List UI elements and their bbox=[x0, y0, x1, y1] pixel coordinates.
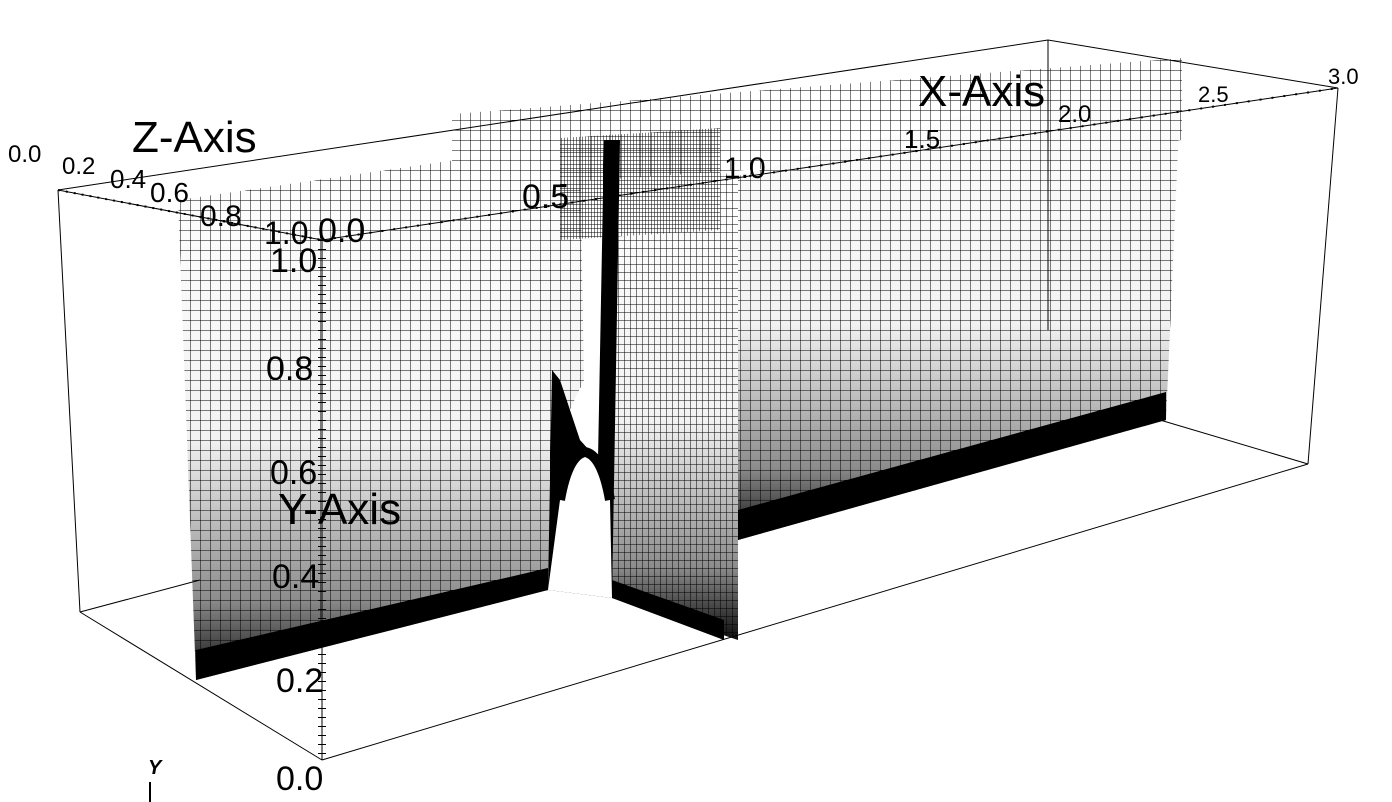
x-tick-label: 1.5 bbox=[904, 124, 940, 154]
x-axis-ticks: 0.0 0.5 1.0 1.5 2.0 2.5 3.0 bbox=[318, 64, 1359, 250]
z-tick-label: 0.2 bbox=[62, 153, 95, 180]
y-tick-label: 0.0 bbox=[276, 760, 323, 798]
x-tick-label: 2.0 bbox=[1058, 101, 1091, 128]
z-tick-label: 0.6 bbox=[150, 177, 189, 208]
z-axis-ticks: 0.0 0.2 0.4 0.6 0.8 1.0 bbox=[8, 141, 308, 251]
x-tick-label: 0.0 bbox=[318, 212, 365, 250]
mesh-left-panel bbox=[178, 142, 584, 680]
z-tick-label: 0.8 bbox=[200, 200, 242, 233]
x-tick-label: 2.5 bbox=[1198, 82, 1229, 107]
y-tick-label: 0.6 bbox=[270, 454, 317, 492]
cylinder-wake bbox=[548, 140, 620, 598]
y-axis-ticks: 0.0 0.2 0.4 0.6 0.8 1.0 bbox=[266, 242, 323, 798]
x-axis-title: X-Axis bbox=[918, 67, 1045, 116]
x-tick-label: 0.5 bbox=[522, 178, 569, 216]
y-tick-label: 1.0 bbox=[270, 242, 317, 280]
z-tick-label: 0.0 bbox=[8, 141, 41, 168]
orientation-triad: Y bbox=[148, 757, 163, 802]
x-tick-label: 3.0 bbox=[1328, 64, 1359, 89]
z-axis-title: Z-Axis bbox=[132, 113, 257, 162]
y-tick-label: 0.2 bbox=[276, 662, 323, 700]
x-tick-label: 1.0 bbox=[724, 152, 766, 185]
z-tick-label: 0.4 bbox=[110, 164, 146, 194]
mesh-right-panel bbox=[612, 58, 1182, 640]
y-tick-label: 0.4 bbox=[272, 558, 319, 596]
z-tick-label: 1.0 bbox=[264, 215, 308, 251]
triad-y-label: Y bbox=[148, 757, 163, 779]
y-axis-title: Y-Axis bbox=[278, 485, 401, 534]
y-tick-label: 0.8 bbox=[266, 350, 313, 388]
